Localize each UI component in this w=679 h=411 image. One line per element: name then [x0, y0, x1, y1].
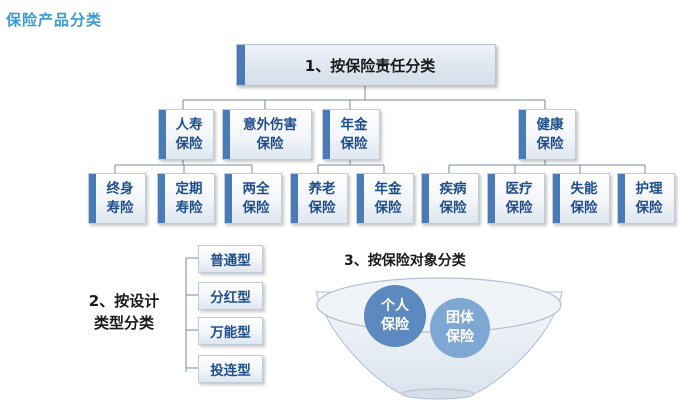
design-type-ordinary: 普通型 — [198, 245, 263, 273]
accent-bar — [89, 174, 96, 223]
accent-bar — [357, 174, 364, 223]
subtype-nursing: 护理 保险 — [617, 173, 675, 224]
subtype-label: 护理 保险 — [635, 180, 663, 216]
accent-bar — [488, 174, 495, 223]
target-personal: 个人 保险 — [364, 285, 426, 347]
subtype-label: 医疗 保险 — [505, 180, 533, 216]
design-type-label: 投连型 — [210, 363, 251, 379]
subtype-illness: 疾病 保险 — [421, 173, 479, 224]
category-label: 人寿 保险 — [175, 116, 203, 152]
accent-bar — [223, 110, 230, 159]
design-type-unit-linked: 投连型 — [198, 355, 263, 383]
target-title: 3、按保险对象分类 — [344, 253, 466, 269]
accent-bar — [323, 110, 330, 159]
subtype-label: 养老 保险 — [308, 180, 336, 216]
accent-bar — [553, 174, 560, 223]
accent-bar — [237, 45, 245, 85]
subtype-whole-life: 终身 寿险 — [88, 173, 146, 224]
category-annuity-insurance: 年金 保险 — [322, 109, 380, 160]
target-label: 团体 保险 — [446, 310, 474, 345]
design-type-label: 万能型 — [210, 325, 251, 341]
accent-bar — [159, 110, 166, 159]
subtype-label: 年金 保险 — [374, 180, 402, 216]
subtype-label: 终身 寿险 — [106, 180, 134, 216]
subtype-label: 疾病 保险 — [439, 180, 467, 216]
design-type-label: 分红型 — [210, 290, 251, 306]
category-label: 健康 保险 — [536, 116, 564, 152]
design-type-title: 2、按设计 类型分类 — [88, 292, 160, 332]
subtype-endowment: 两全 保险 — [224, 173, 282, 224]
target-group: 团体 保险 — [430, 298, 490, 358]
category-life-insurance: 人寿 保险 — [158, 109, 214, 160]
subtype-annuity: 年金 保险 — [356, 173, 414, 224]
accent-bar — [225, 174, 232, 223]
design-type-participating: 分红型 — [198, 282, 263, 310]
subtype-label: 两全 保险 — [242, 180, 270, 216]
subtype-disability: 失能 保险 — [552, 173, 610, 224]
subtype-term-life: 定期 寿险 — [157, 173, 215, 224]
page-title: 保险产品分类 — [6, 11, 103, 29]
subtype-medical: 医疗 保险 — [487, 173, 545, 224]
category-label: 意外伤害 保险 — [243, 116, 297, 152]
accent-bar — [618, 174, 625, 223]
category-accident-insurance: 意外伤害 保险 — [222, 109, 312, 160]
category-label: 年金 保险 — [340, 116, 368, 152]
target-label: 个人 保险 — [381, 298, 409, 333]
design-type-universal: 万能型 — [198, 317, 263, 345]
liability-header: 1、按保险责任分类 — [236, 44, 496, 86]
subtype-label: 定期 寿险 — [175, 180, 203, 216]
design-type-label: 普通型 — [210, 253, 251, 269]
accent-bar — [519, 110, 526, 159]
accent-bar — [291, 174, 298, 223]
accent-bar — [158, 174, 165, 223]
liability-title: 1、按保险责任分类 — [304, 56, 436, 75]
subtype-label: 失能 保险 — [570, 180, 598, 216]
subtype-pension: 养老 保险 — [290, 173, 348, 224]
accent-bar — [422, 174, 429, 223]
category-health-insurance: 健康 保险 — [518, 109, 576, 160]
